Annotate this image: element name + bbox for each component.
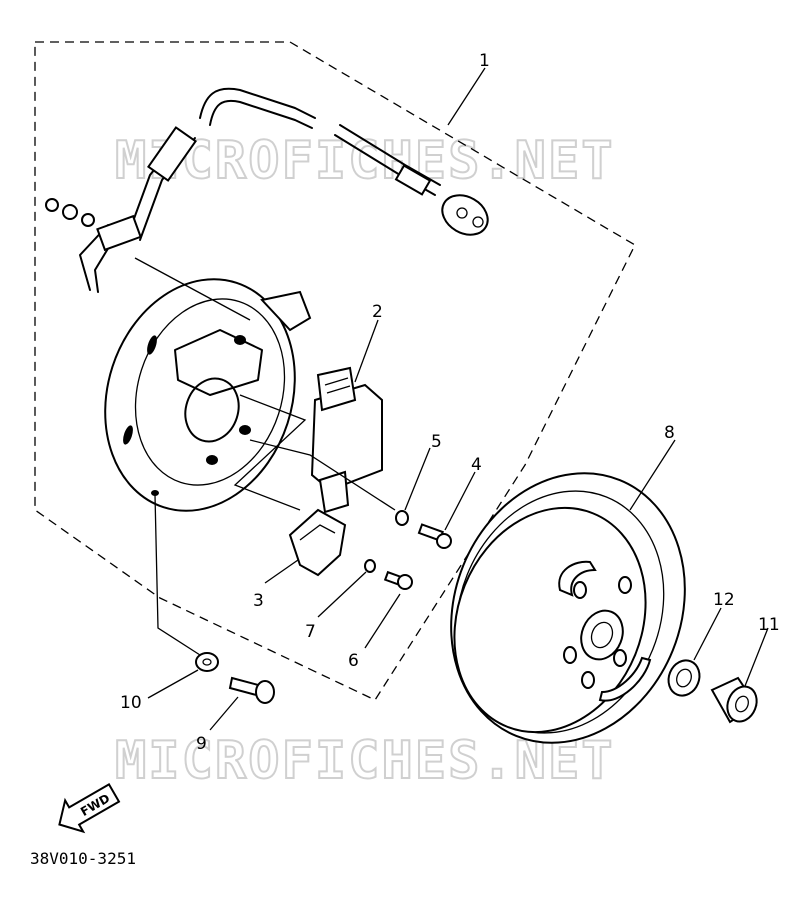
pickup-coil [288,508,347,577]
label-10: 10 [120,693,142,713]
harness-screw [45,198,95,227]
screw-6 [383,570,413,590]
label-3: 3 [253,591,264,611]
spacer-12 [667,659,701,697]
washer-5 [395,510,409,526]
wire-harness [79,87,489,293]
screw-4 [417,523,452,549]
assembly-outline [34,41,636,701]
diagram-code: 38V010-3251 [30,849,136,868]
regulator-unit [310,366,383,514]
washer-7 [364,559,376,573]
part-labels: 1 2 3 4 5 6 7 8 9 10 11 12 [120,51,780,754]
stator-plate [104,278,312,512]
label-6: 6 [348,651,359,671]
label-9: 9 [196,734,207,754]
label-7: 7 [305,622,316,642]
label-12: 12 [713,590,735,610]
label-8: 8 [664,423,675,443]
bolt-9 [228,676,275,704]
collar-11 [710,676,758,724]
label-1: 1 [479,51,490,71]
label-11: 11 [758,615,780,635]
leader-lines [134,67,769,731]
flywheel-rotor [450,472,686,744]
label-4: 4 [471,455,482,475]
label-2: 2 [372,302,383,322]
fwd-arrow: FWD [58,782,121,834]
washer-10 [195,652,219,672]
label-5: 5 [431,432,442,452]
